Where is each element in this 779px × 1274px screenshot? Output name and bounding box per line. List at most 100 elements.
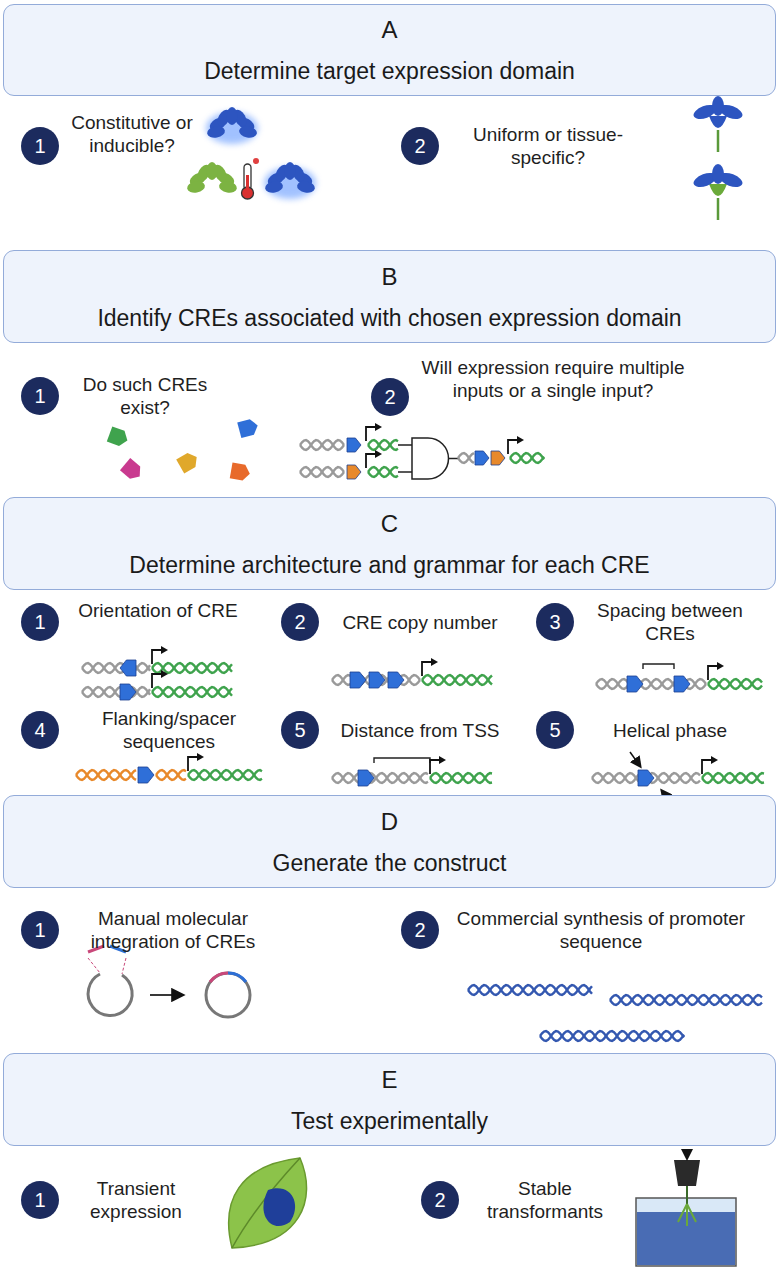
callout-number: 5 [294,719,305,741]
dna-helix [82,663,150,673]
dna-helix [82,663,150,673]
dna-helix [188,770,262,780]
dna-helix [422,675,492,685]
cre-shape [176,450,200,473]
tss-arrow [708,666,718,680]
callout-number: 1 [34,1189,45,1211]
step-header: E Test experimentally [3,1053,776,1146]
cre-block [347,438,361,452]
callout-number: 2 [294,611,305,633]
cre-block [350,672,366,688]
cre-block [369,672,385,688]
section-letter: C [381,509,398,539]
plasmid-cloning [88,946,250,1017]
callout-number: 1 [34,385,45,407]
callout-number: 1 [34,135,45,157]
tss-arrow [517,436,524,444]
flower-stem [717,130,720,152]
plant-leaf [186,180,206,194]
plant-leaf [218,180,238,194]
dna-helix [708,679,762,689]
step-label: Flanking/spacer sequences [66,707,272,753]
beaker [636,1150,736,1266]
cre-block [491,451,505,465]
dna-helix [300,467,344,477]
plant-leaf [264,180,284,194]
plant-leaf [206,125,226,139]
cre-shape [230,463,251,482]
callout-number: 2 [414,919,425,941]
dna-helix [300,467,344,477]
flower-petal [712,96,724,116]
dna-helix [152,687,232,697]
tss-arrow [152,674,162,688]
plant-leaf [207,162,218,180]
dna-helix [510,453,544,463]
dna-helix [332,773,428,783]
cre-shape [237,418,259,438]
cre-block [138,767,154,783]
callout-number: 5 [549,719,560,741]
step-number-circle: 1 [21,603,59,641]
plant-leaf [285,162,296,180]
tss-arrow [197,753,204,761]
section-letter: D [381,807,398,837]
callout-number: 2 [384,386,395,408]
section-title: Identify CREs associated with chosen exp… [87,304,691,332]
tss-arrow [366,454,376,468]
cre-block [120,660,136,676]
step-label: Spacing between CREs [580,599,760,645]
tss-arrow [717,662,724,670]
tss-arrow [161,646,168,654]
step-label: Stable transformants [470,1177,620,1223]
step-header: ADetermine target expression domain [3,4,776,96]
tss-arrow [152,650,162,664]
flower-petal [712,164,724,184]
section-letter: E [381,1065,397,1095]
cre-block [475,451,489,465]
callout-number: 2 [434,1189,445,1211]
step-number-circle: 1 [21,377,59,415]
callout-number: 2 [414,135,425,157]
dna-helix [76,770,136,780]
dna-helix [702,773,764,783]
step-number-circle: 5 [536,711,574,749]
tss-arrow [702,760,712,774]
cre-block [627,676,643,692]
dna-helix [82,687,150,697]
step-number-circle: 1 [21,127,59,165]
section-title: Test experimentally [281,1107,498,1135]
tss-arrow [375,450,382,458]
dna-helix [368,440,398,450]
step-header: BIdentify CREs associated with chosen ex… [3,250,776,343]
tss-arrow [188,757,198,771]
step-number-circle: 2 [281,603,319,641]
step-label: Helical phase [580,719,760,742]
dna-helix [332,773,428,783]
step-number-circle: 3 [536,603,574,641]
plant-leaf [238,125,258,139]
logic-gate [398,438,458,479]
step-label: Manual molecular integration of CREs [66,907,280,953]
bracket [643,664,674,669]
dna-helix [300,440,344,450]
dna-helix [468,985,592,995]
step-number-circle: 2 [421,1181,459,1219]
tss-arrow [366,427,376,441]
cre-shape [107,426,130,448]
dna-helix [708,679,762,689]
step-label: Will expression require multiple inputs … [418,356,688,402]
tss-arrow [711,756,718,764]
step-label: Do such CREs exist? [70,373,220,419]
dna-helix [540,1031,684,1041]
dna-helix [82,687,150,697]
dna-helix [368,440,398,450]
step-label: Commercial synthesis of promoter sequenc… [446,907,756,953]
step-number-circle: 5 [281,711,319,749]
step-number-circle: 2 [401,911,439,949]
dna-helix [458,453,474,463]
cre-block [120,684,136,700]
step-number-circle: 4 [21,711,59,749]
tss-arrow [161,670,168,678]
section-title: Generate the construct [263,849,517,877]
